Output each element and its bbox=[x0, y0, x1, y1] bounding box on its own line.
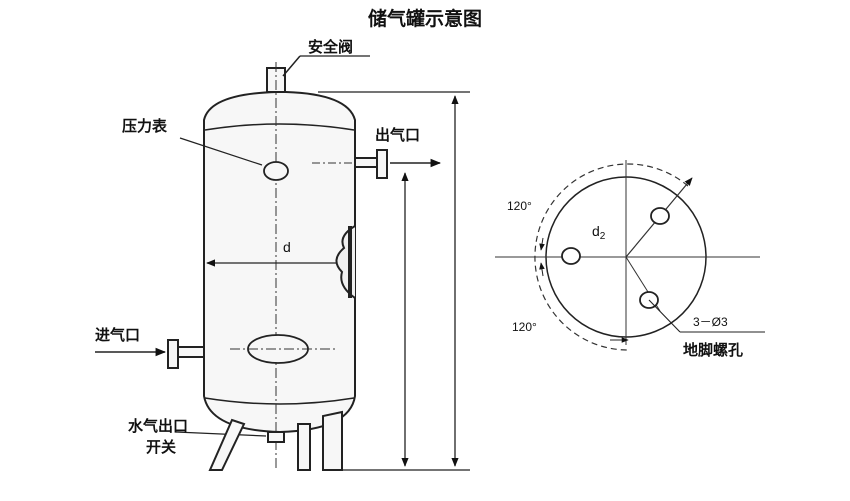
drain-valve bbox=[267, 431, 285, 443]
air-inlet-nozzle bbox=[167, 339, 205, 369]
air-inlet-label: 进气口 bbox=[95, 326, 140, 344]
bolt-hole bbox=[561, 247, 581, 265]
bolt-hole bbox=[650, 207, 670, 225]
diagram-title: 储气罐示意图 bbox=[368, 7, 482, 30]
bolt-spec-label: 3－Ø3 bbox=[693, 315, 728, 329]
angle-arc bbox=[534, 163, 689, 351]
base-plan-view bbox=[495, 160, 765, 351]
angle-top-label: 120° bbox=[507, 199, 532, 213]
tank-legs bbox=[208, 410, 343, 471]
air-outlet-nozzle bbox=[354, 149, 388, 179]
bolt-circle-label: d2 bbox=[592, 223, 606, 242]
drain-label-line2: 开关 bbox=[146, 438, 176, 456]
angle-bottom-label: 120° bbox=[512, 320, 537, 334]
diameter-label: d bbox=[283, 239, 291, 255]
safety-valve bbox=[266, 55, 370, 93]
air-outlet-label: 出气口 bbox=[375, 126, 420, 144]
bolt-holes-label: 地脚螺孔 bbox=[683, 341, 743, 359]
drain-label-line1: 水气出口 bbox=[128, 417, 188, 435]
pressure-gauge-port bbox=[263, 161, 289, 181]
safety-valve-label: 安全阀 bbox=[308, 38, 353, 56]
pressure-gauge-label: 压力表 bbox=[122, 117, 168, 135]
tank-body bbox=[203, 91, 356, 434]
